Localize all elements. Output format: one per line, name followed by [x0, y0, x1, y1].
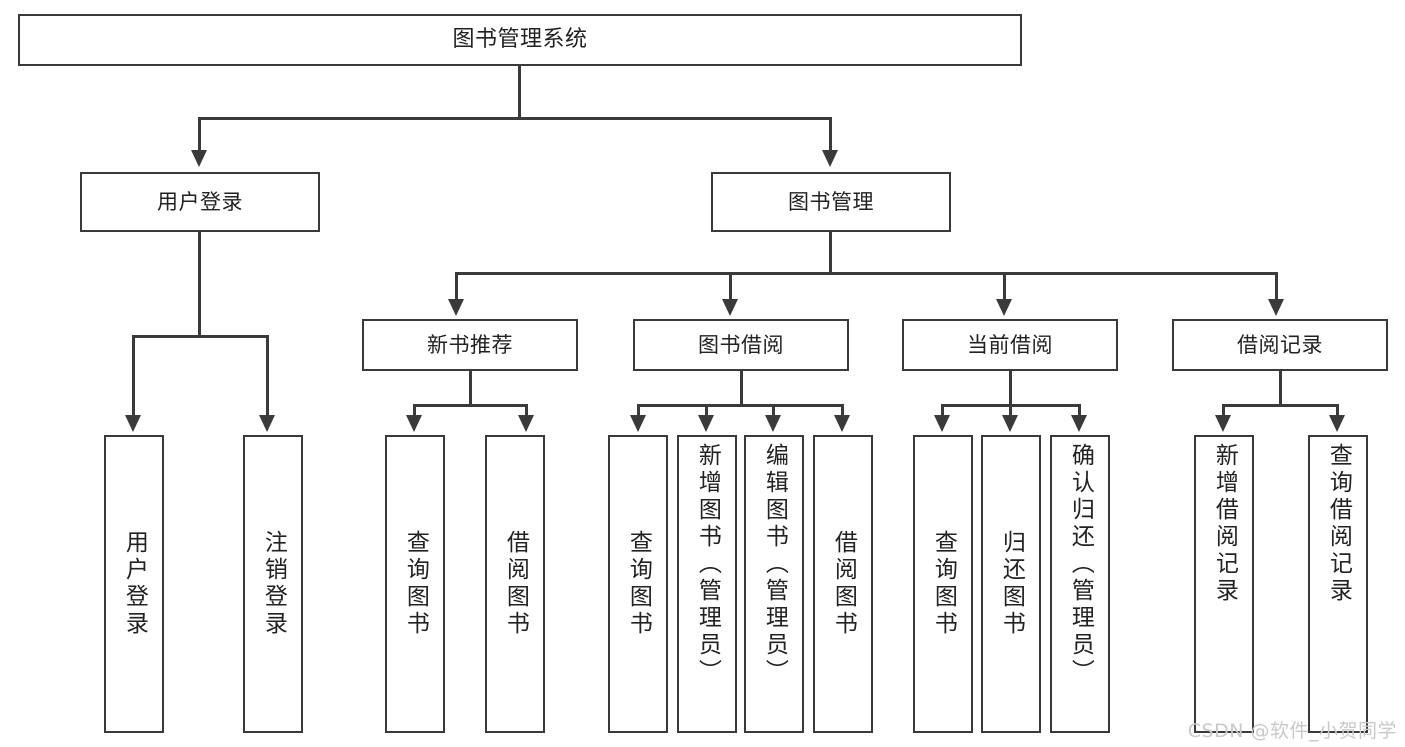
- connector-borrowbook-drop-3: [772, 404, 775, 418]
- connector-newbook-stem: [469, 371, 472, 404]
- connector-newbook-drop-1: [413, 404, 416, 418]
- connector-root-bus: [198, 117, 832, 120]
- node-label: 图书管理: [788, 189, 874, 214]
- node-label: 图书借阅: [698, 332, 784, 357]
- node-label: 借阅记录: [1237, 332, 1323, 357]
- connector-currentborrow-drop-3: [1078, 404, 1081, 418]
- connector-userlogin-drop-2: [266, 335, 269, 418]
- connector-bookmanage-drop-3: [1003, 272, 1006, 302]
- connector-borrowrecord-bus: [1222, 404, 1339, 407]
- leaf-node-borrow-book[interactable]: 借阅图书: [813, 435, 873, 733]
- leaf-label: 归还图书: [998, 530, 1025, 638]
- leaf-node-query-book-current[interactable]: 查询图书: [913, 435, 973, 733]
- leaf-label: 用户登录: [121, 530, 148, 638]
- arrowhead-leaf-user-login-1: [125, 415, 141, 432]
- connector-newbook-drop-2: [525, 404, 528, 418]
- arrowhead-book-manage: [822, 150, 838, 167]
- arrowhead-leaf-borrowbook-4: [834, 415, 850, 432]
- arrowhead-leaf-newbook-2: [518, 415, 534, 432]
- leaf-label: 借阅图书: [830, 530, 857, 638]
- leaf-label: 新增借阅记录: [1211, 443, 1238, 605]
- leaf-label: 确认归还（管理员）: [1067, 443, 1094, 686]
- node-user-login[interactable]: 用户登录: [80, 172, 320, 232]
- connector-root-drop-left: [198, 117, 201, 153]
- connector-borrowrecord-stem: [1279, 371, 1282, 404]
- connector-root-stem: [518, 66, 521, 117]
- leaf-node-borrow-book-newbook[interactable]: 借阅图书: [485, 435, 545, 733]
- arrowhead-borrow-book: [722, 299, 738, 316]
- leaf-label: 编辑图书（管理员）: [761, 443, 788, 686]
- arrowhead-leaf-borrowrecord-2: [1329, 415, 1345, 432]
- node-root-system[interactable]: 图书管理系统: [18, 14, 1022, 66]
- arrowhead-new-book: [448, 299, 464, 316]
- node-book-management[interactable]: 图书管理: [711, 172, 951, 232]
- node-label: 当前借阅: [967, 332, 1053, 357]
- leaf-label: 查询图书: [625, 530, 652, 638]
- leaf-label: 查询图书: [930, 530, 957, 638]
- arrowhead-leaf-currentborrow-1: [934, 415, 950, 432]
- arrowhead-leaf-currentborrow-3: [1071, 415, 1087, 432]
- connector-borrowrecord-drop-1: [1222, 404, 1225, 418]
- connector-bookmanage-stem: [829, 232, 832, 272]
- arrowhead-leaf-borrowbook-1: [630, 415, 646, 432]
- leaf-node-query-book-borrow[interactable]: 查询图书: [608, 435, 668, 733]
- arrowhead-leaf-borrowbook-2: [698, 415, 714, 432]
- arrowhead-leaf-currentborrow-2: [1002, 415, 1018, 432]
- node-label: 图书管理系统: [452, 27, 588, 53]
- connector-bookmanage-drop-1: [455, 272, 458, 302]
- node-book-borrow[interactable]: 图书借阅: [633, 319, 849, 371]
- arrowhead-leaf-borrowrecord-1: [1215, 415, 1231, 432]
- arrowhead-user-login: [191, 150, 207, 167]
- leaf-label: 借阅图书: [502, 530, 529, 638]
- connector-root-drop-right: [829, 117, 832, 153]
- leaf-node-query-book-newbook[interactable]: 查询图书: [385, 435, 445, 733]
- leaf-node-add-book-admin[interactable]: 新增图书（管理员）: [677, 435, 737, 733]
- arrowhead-borrow-record: [1268, 299, 1284, 316]
- arrowhead-leaf-user-login-2: [259, 415, 275, 432]
- leaf-node-edit-book-admin[interactable]: 编辑图书（管理员）: [744, 435, 804, 733]
- leaf-label: 查询借阅记录: [1325, 443, 1352, 605]
- connector-userlogin-stem: [198, 232, 201, 335]
- connector-borrowbook-bus: [637, 404, 844, 407]
- connector-borrowbook-drop-4: [841, 404, 844, 418]
- node-new-book-recommend[interactable]: 新书推荐: [362, 319, 578, 371]
- leaf-label: 注销登录: [260, 530, 287, 638]
- node-current-borrow[interactable]: 当前借阅: [902, 319, 1118, 371]
- leaf-node-confirm-return-admin[interactable]: 确认归还（管理员）: [1050, 435, 1110, 733]
- node-label: 新书推荐: [427, 332, 513, 357]
- leaf-node-return-book[interactable]: 归还图书: [981, 435, 1041, 733]
- connector-bookmanage-drop-2: [729, 272, 732, 302]
- connector-borrowbook-drop-2: [705, 404, 708, 418]
- connector-currentborrow-drop-1: [941, 404, 944, 418]
- arrowhead-current-borrow: [996, 299, 1012, 316]
- leaf-node-add-borrow-record[interactable]: 新增借阅记录: [1194, 435, 1254, 733]
- connector-borrowbook-drop-1: [637, 404, 640, 418]
- connector-bookmanage-drop-4: [1275, 272, 1278, 302]
- node-borrow-record[interactable]: 借阅记录: [1172, 319, 1388, 371]
- leaf-node-user-login[interactable]: 用户登录: [104, 435, 164, 733]
- connector-userlogin-drop-1: [132, 335, 135, 418]
- connector-borrowbook-stem: [740, 371, 743, 404]
- connector-currentborrow-stem: [1009, 371, 1012, 404]
- leaf-label: 新增图书（管理员）: [694, 443, 721, 686]
- csdn-watermark: CSDN @软件_小贺同学: [1187, 720, 1397, 742]
- node-label: 用户登录: [157, 189, 243, 214]
- connector-borrowrecord-drop-2: [1336, 404, 1339, 418]
- arrowhead-leaf-newbook-1: [406, 415, 422, 432]
- connector-currentborrow-drop-2: [1009, 404, 1012, 418]
- leaf-label: 查询图书: [402, 530, 429, 638]
- leaf-node-logout[interactable]: 注销登录: [243, 435, 303, 733]
- leaf-node-query-borrow-record[interactable]: 查询借阅记录: [1308, 435, 1368, 733]
- connector-bookmanage-bus: [455, 272, 1278, 275]
- arrowhead-leaf-borrowbook-3: [765, 415, 781, 432]
- connector-newbook-bus: [413, 404, 528, 407]
- connector-userlogin-bus: [132, 335, 269, 338]
